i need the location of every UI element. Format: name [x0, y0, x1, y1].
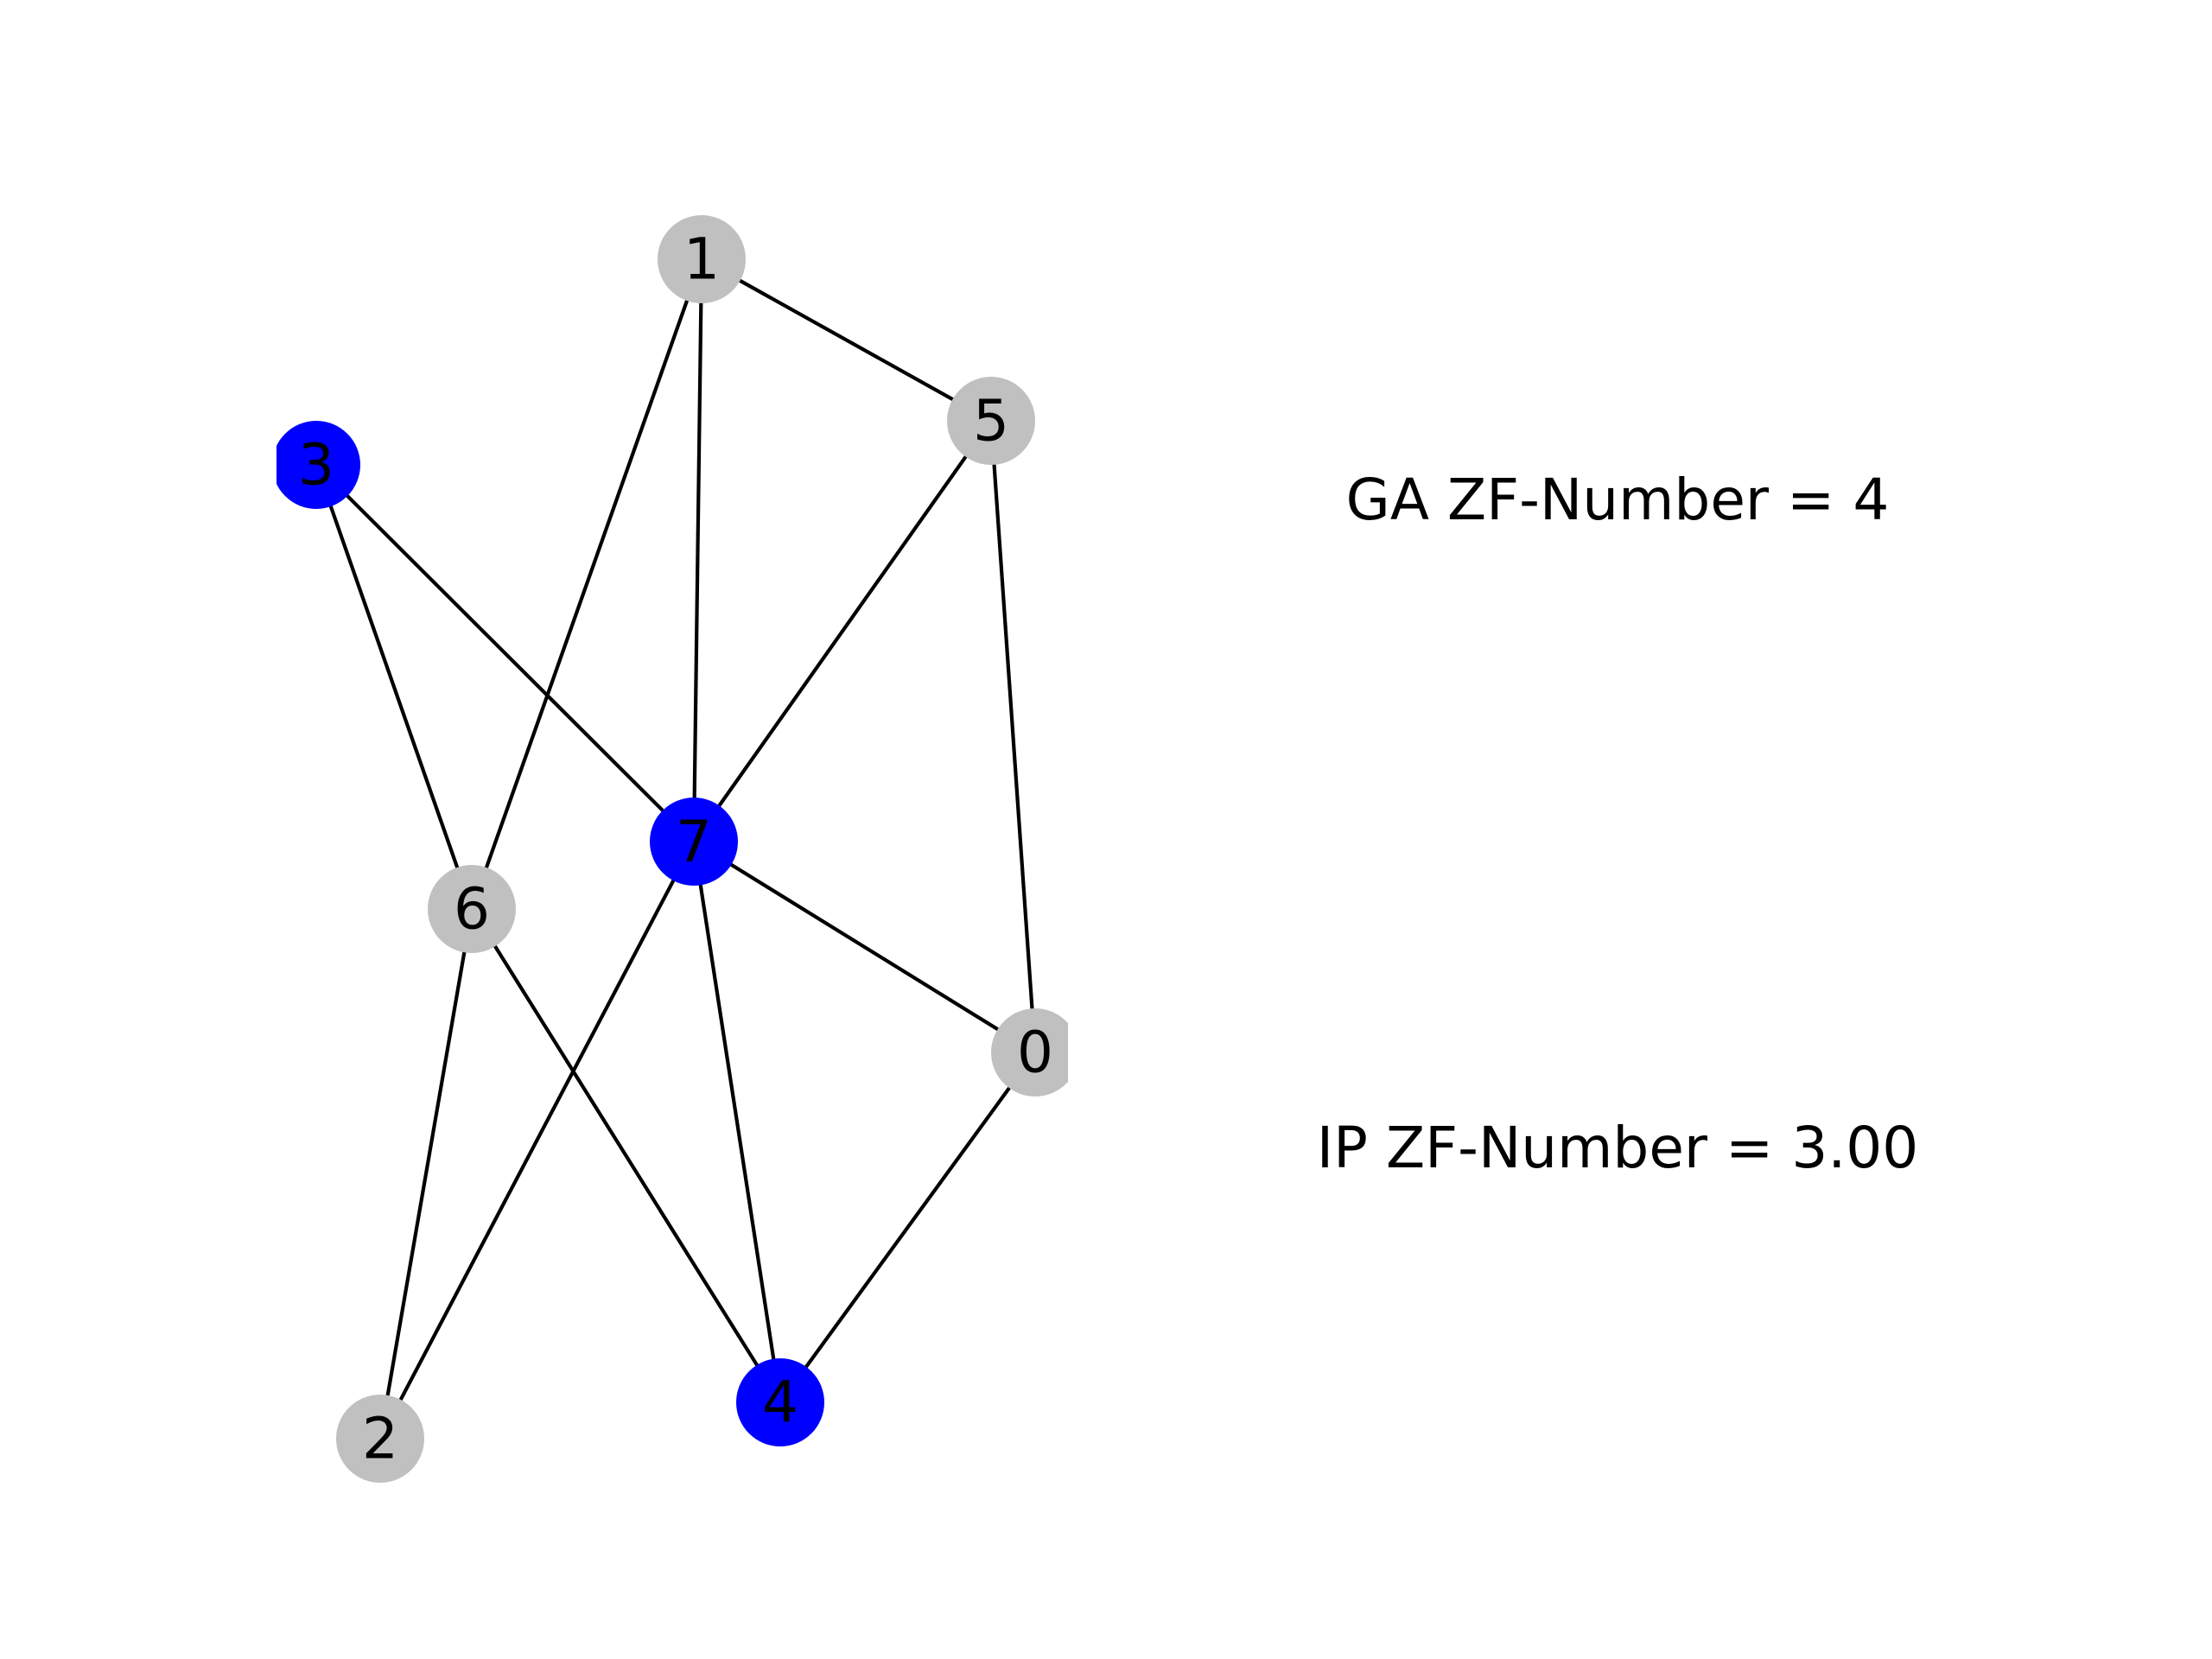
node-circle-1 — [658, 215, 746, 303]
node-label-5: 5 — [973, 388, 1009, 454]
edge-7-2 — [378, 841, 696, 1440]
edge-3-6 — [315, 464, 474, 910]
edge-1-6 — [470, 258, 703, 910]
node-1: 1 — [658, 215, 746, 303]
node-label-6: 6 — [454, 876, 490, 943]
ip-zf-number-text: IP ZF-Number = 3.00 — [1317, 1115, 1919, 1181]
node-label-7: 7 — [676, 809, 712, 875]
edge-3-7 — [315, 463, 696, 843]
ga-zf-number-text: GA ZF-Number = 4 — [1346, 467, 1890, 533]
edge-7-4 — [691, 841, 783, 1403]
node-4: 4 — [736, 1358, 824, 1446]
edge-1-5 — [700, 257, 993, 423]
edges-layer — [315, 257, 1038, 1440]
node-label-0: 0 — [1017, 1020, 1053, 1086]
node-5: 5 — [947, 377, 1035, 465]
node-circle-0 — [991, 1008, 1068, 1096]
edge-6-2 — [378, 908, 474, 1440]
node-circle-4 — [736, 1358, 824, 1446]
node-circle-7 — [650, 798, 738, 886]
node-3: 3 — [276, 421, 360, 509]
node-circle-5 — [947, 377, 1035, 465]
node-circle-3 — [276, 421, 360, 509]
node-6: 6 — [428, 865, 516, 953]
edge-0-4 — [779, 1051, 1037, 1404]
edge-5-7 — [692, 419, 993, 843]
node-label-2: 2 — [362, 1406, 398, 1472]
node-circle-2 — [336, 1395, 424, 1483]
node-0: 0 — [991, 1008, 1068, 1096]
node-7: 7 — [650, 798, 738, 886]
edge-5-0 — [988, 420, 1038, 1053]
node-label-3: 3 — [298, 432, 334, 499]
nodes-layer: 0 1 2 3 4 5 6 7 — [276, 215, 1068, 1483]
node-label-4: 4 — [762, 1370, 798, 1436]
node-2: 2 — [336, 1395, 424, 1483]
edge-7-0 — [692, 840, 1037, 1054]
node-label-1: 1 — [683, 226, 720, 293]
node-circle-6 — [428, 865, 516, 953]
edge-6-4 — [470, 907, 782, 1404]
edge-1-7 — [691, 258, 704, 842]
